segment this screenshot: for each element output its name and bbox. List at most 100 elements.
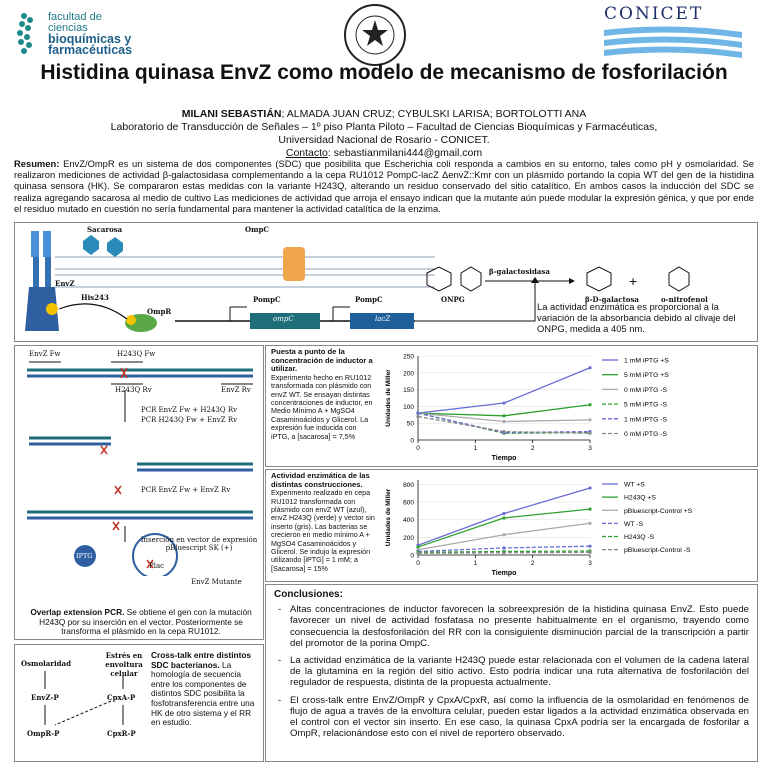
legend-label: 5 mM iPTG -S — [624, 402, 668, 409]
pcr-caption-text: Se obtiene el gen con la mutación H243Q … — [39, 607, 252, 637]
his243-label: His243 — [81, 293, 109, 302]
data-point — [416, 551, 420, 555]
faculty-line: farmacéuticas — [48, 43, 133, 57]
contact-email[interactable]: : sebastianmilani444@gmail.com — [327, 147, 483, 159]
envz-label: EnvZ — [55, 279, 75, 288]
legend-label: pBluescript-Control -S — [624, 547, 691, 554]
data-point — [588, 507, 592, 511]
primer-label: EnvZ Fw — [29, 350, 61, 358]
pcr-panel: EnvZ Fw H243Q Fw H243Q Rv EnvZ Rv PCR En… — [14, 345, 264, 640]
y-tick-label: 250 — [403, 354, 414, 361]
plus-sign: + — [629, 273, 638, 289]
y-tick-label: 150 — [403, 387, 414, 394]
enzyme-label: β-galactosidasa — [489, 267, 550, 276]
legend-label: H243Q +S — [624, 495, 656, 502]
lacz-gene-label: lacZ — [375, 315, 391, 323]
y-tick-label: 0 — [410, 553, 414, 560]
data-point — [502, 546, 506, 550]
abstract-text: EnvZ/OmpR es un sistema de dos component… — [14, 158, 754, 214]
faculty-line: bioquímicas y — [48, 32, 132, 46]
chart2-description: Experimento realizado en cepa RU1012 tra… — [271, 488, 375, 573]
ompr-label: OmpR — [147, 307, 172, 316]
promoter-label: PompC — [253, 295, 281, 304]
data-point — [502, 414, 506, 418]
y-tick-label: 200 — [403, 370, 414, 377]
pcr-caption-title: Overlap extension PCR. — [30, 607, 125, 617]
y-tick-label: 0 — [410, 438, 414, 445]
faculty-line: facultad de — [48, 11, 102, 23]
chart2-title: Actividad enzimática de las distintas co… — [271, 471, 370, 489]
abstract: Resumen: EnvZ/OmpR es un sistema de dos … — [14, 158, 754, 214]
data-point — [588, 366, 592, 370]
conclusion-item: El cross-talk entre EnvZ/OmpR y CpxA/Cpx… — [274, 695, 749, 740]
osmolaridad-label: Osmolaridad — [21, 659, 71, 668]
authors-line: MILANI SEBASTIÁN; ALMADA JUAN CRUZ; CYBU… — [0, 108, 768, 121]
sacarosa-label: Sacarosa — [87, 225, 123, 234]
chart1-description: Experimento hecho en RU1012 transformada… — [271, 372, 373, 441]
legend-label: 0 mM iPTG -S — [624, 431, 668, 438]
iptg-label: IPTG — [76, 552, 93, 560]
affiliation: Universidad Nacional de Rosario - CONICE… — [278, 134, 490, 146]
data-point — [502, 516, 506, 520]
x-tick-label: 0 — [416, 560, 420, 567]
y-tick-label: 50 — [407, 421, 415, 428]
data-point — [588, 544, 592, 548]
legend-label: 0 mM iPTG -S — [624, 387, 668, 394]
conclusions-title: Conclusiones: — [274, 589, 343, 600]
y-tick-label: 200 — [403, 535, 414, 542]
pcr-step-label: PCR H243Q Fw + EnvZ Rv — [141, 416, 238, 424]
pcr-step-label: PCR EnvZ Fw + H243Q Rv — [141, 406, 238, 414]
abstract-label: Resumen: — [14, 158, 60, 169]
conicet-wordmark: CONICET — [604, 4, 704, 24]
data-point — [502, 511, 506, 516]
co-authors: ; ALMADA JUAN CRUZ; CYBULSKI LARISA; BOR… — [281, 108, 587, 120]
x-axis-label: Tiempo — [492, 570, 517, 577]
affiliation: Laboratorio de Transducción de Señales –… — [110, 121, 658, 133]
pcr-step-label: PCR EnvZ Fw + EnvZ Rv — [141, 486, 231, 494]
conclusion-item: Altas concentraciones de inductor favore… — [274, 604, 749, 649]
data-point — [502, 419, 506, 424]
data-point — [416, 414, 420, 419]
data-point — [588, 431, 592, 435]
crosstalk-title: Cross-talk entre distintos SDC bacterian… — [151, 650, 252, 670]
chart-panel-2: Actividad enzimática de las distintas co… — [265, 469, 758, 582]
x-tick-label: 0 — [416, 445, 420, 452]
y-tick-label: 800 — [403, 482, 414, 489]
y-tick-label: 100 — [403, 404, 414, 411]
data-point — [588, 486, 592, 490]
data-point — [416, 411, 420, 415]
mutant-label: EnvZ Mutante — [191, 578, 242, 586]
ompc-gene-label: ompC — [273, 315, 294, 323]
faculty-logo-icon — [17, 13, 33, 54]
data-point — [502, 551, 506, 555]
flag-stripes-icon — [604, 26, 742, 58]
data-point — [588, 403, 592, 407]
legend-label: H243Q -S — [624, 534, 655, 541]
data-point — [588, 550, 592, 554]
pcr-art — [27, 361, 253, 576]
data-point — [588, 418, 592, 422]
pcr-caption: Overlap extension PCR. Se obtiene el gen… — [23, 607, 259, 637]
faculty-logo: facultad de ciencias bioquímicas y farma… — [8, 6, 178, 62]
primer-label: H243Q Rv — [115, 386, 152, 394]
legend-label: WT -S — [624, 521, 644, 528]
assay-note: La actividad enzimática es proporcional … — [537, 301, 736, 334]
data-point — [502, 430, 506, 434]
primer-label: EnvZ Rv — [221, 386, 251, 394]
faculty-name: facultad de ciencias bioquímicas y farma… — [48, 11, 133, 57]
estres-label: Estrés en envoltura celular — [105, 651, 143, 678]
crosstalk-art — [44, 671, 124, 726]
product-label: o-nitrofenol — [661, 295, 708, 304]
x-tick-label: 1 — [474, 445, 478, 452]
crosstalk-panel: Osmolaridad Estrés en envoltura celular … — [14, 644, 264, 762]
cpxrp-label: CpxR-P — [107, 729, 136, 738]
contact-line: Contacto: sebastianmilani444@gmail.com — [0, 147, 768, 160]
data-point — [588, 521, 592, 525]
onpg-label: ONPG — [441, 295, 465, 304]
x-tick-label: 3 — [588, 560, 592, 567]
data-point — [416, 545, 420, 549]
contact-label: Contacto — [285, 147, 328, 159]
seal-icon — [344, 4, 406, 66]
